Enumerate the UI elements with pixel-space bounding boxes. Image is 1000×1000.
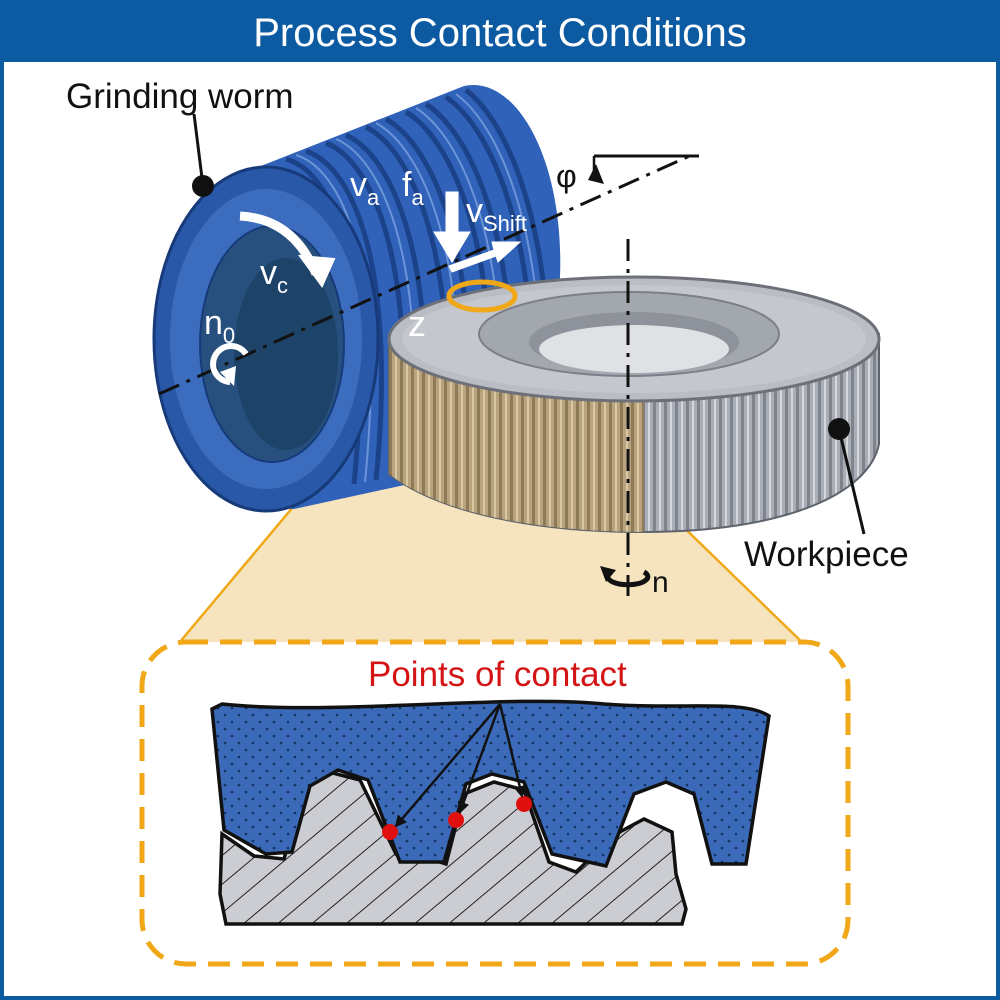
points-of-contact-label: Points of contact	[368, 655, 627, 694]
contact-point-2	[448, 812, 464, 828]
va-label: va	[350, 166, 380, 210]
fa-label: fa	[402, 166, 424, 210]
vc-label: vc	[260, 254, 288, 298]
contact-point-1	[382, 824, 398, 840]
workpiece-label: Workpiece	[744, 535, 909, 574]
grinding-worm	[152, 84, 561, 513]
contact-diagram: Grinding worm Workpiece φ z n va fa vShi…	[66, 77, 909, 967]
page-title: Process Contact Conditions	[4, 4, 996, 62]
n-label: n	[652, 566, 669, 599]
vshift-label: vShift	[466, 192, 527, 236]
contact-zone-marker	[446, 279, 518, 313]
n0-label: n0	[204, 304, 235, 348]
workpiece-gear	[387, 275, 881, 534]
worm-thread-profile	[210, 699, 771, 869]
grinding-worm-label: Grinding worm	[66, 77, 294, 116]
phi-label: φ	[556, 158, 577, 194]
contact-point-3	[516, 796, 532, 812]
worm-axis	[158, 152, 695, 396]
z-label: z	[408, 303, 426, 344]
